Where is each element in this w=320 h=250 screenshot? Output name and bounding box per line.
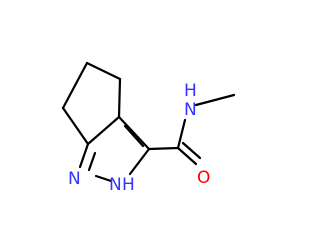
bond-c3-carbonyl xyxy=(147,146,180,151)
bond-c6-c6a xyxy=(117,77,122,119)
bond-amide-n-methyl xyxy=(194,93,236,107)
ring-nitrogen-label: N xyxy=(68,169,81,189)
carbonyl-oxygen-label: O xyxy=(197,168,210,188)
bond-c5-c6 xyxy=(85,61,122,81)
nh-nitrogen-label: N xyxy=(109,175,122,195)
bond-c6a-c3-inner xyxy=(123,124,145,148)
molecule-structure: N N H N H O xyxy=(61,61,236,195)
bond-c4-c5 xyxy=(61,61,89,110)
bond-c6a-c3-outer xyxy=(117,115,151,151)
bond-c6a-c3a xyxy=(86,115,121,146)
bond-n1-c3a-outer xyxy=(78,142,90,169)
nh-hydrogen-label: H xyxy=(122,175,135,195)
bond-carbonyl-amide-n xyxy=(176,118,187,150)
bond-carbonyl-oxygen-b xyxy=(181,141,202,160)
bond-n1-c3a-inner xyxy=(87,151,97,172)
bond-n2-n1 xyxy=(94,174,113,183)
bond-c3-c4 xyxy=(61,106,90,146)
amide-hydrogen-label: H xyxy=(184,81,197,101)
bond-carbonyl-oxygen-a xyxy=(176,146,198,166)
bond-c3-n2 xyxy=(128,147,151,176)
amide-nitrogen-label: N xyxy=(184,100,197,120)
